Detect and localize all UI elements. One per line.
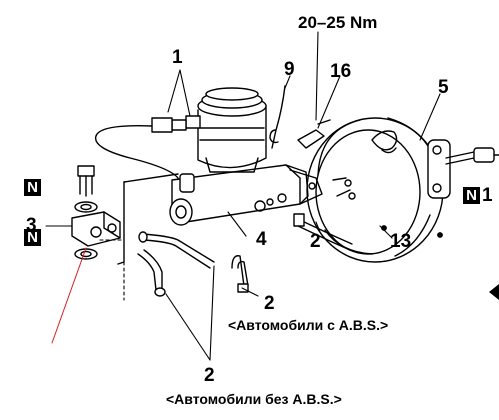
- check-valve-parts: [269, 85, 331, 149]
- callout-2-right: 2: [310, 231, 321, 252]
- callout-4: 4: [256, 229, 267, 250]
- brake-tubes: [137, 213, 353, 297]
- callout-9: 9: [284, 59, 295, 80]
- leader-lines: [45, 31, 441, 361]
- n-badge-top: N: [24, 179, 41, 196]
- callout-5: 5: [438, 77, 449, 98]
- n-badge-bottom: N: [24, 229, 41, 246]
- brake-booster: [306, 117, 499, 263]
- callout-16: 16: [330, 61, 352, 82]
- front-arrow-icon: [489, 284, 499, 300]
- n-badge-right: N: [463, 187, 480, 204]
- red-pointer: [51, 247, 87, 344]
- callout-1: 1: [172, 47, 183, 68]
- master-cylinder: [94, 87, 323, 226]
- callout-1-right: 1: [482, 185, 493, 206]
- callout-2-abs: 2: [264, 293, 275, 314]
- caption-without-abs: <Автомобили без A.B.S.>: [166, 391, 342, 407]
- torque-spec-label: 20–25 Nm: [298, 13, 378, 32]
- callout-3: 3: [26, 215, 37, 236]
- callout-2-bottom: 2: [204, 365, 215, 386]
- callout-13: 13: [390, 231, 412, 252]
- proportioning-valve: [71, 165, 179, 265]
- caption-with-abs: <Автомобили с A.B.S.>: [228, 317, 389, 333]
